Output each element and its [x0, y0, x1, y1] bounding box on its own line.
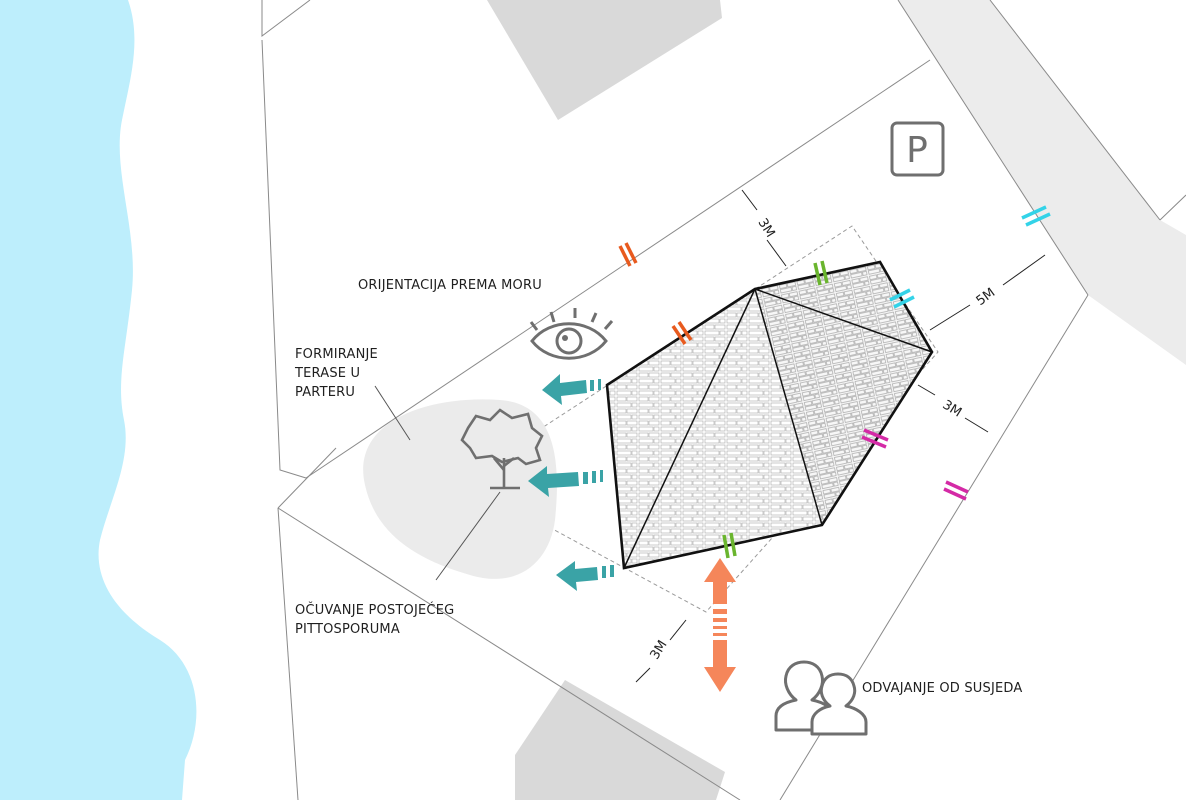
tick-green-1 [813, 260, 829, 286]
svg-text:P: P [906, 130, 928, 171]
tick-red-2 [671, 321, 693, 345]
teal-arrows [528, 374, 614, 591]
parking-icon: P [890, 121, 945, 177]
eye-icon [529, 308, 614, 360]
label-orientation: ORIJENTACIJA PREMA MORU [358, 278, 542, 293]
dim-right: 3M [940, 398, 964, 421]
dimension-lines [635, 189, 1046, 683]
teal-arrow-middle [528, 466, 603, 497]
label-tree-line2: PITTOSPORUMA [295, 622, 400, 637]
neighbor-block-top [487, 0, 722, 120]
boundary-lines [261, 0, 1186, 800]
tick-cyan-1 [889, 288, 915, 309]
teal-arrow-top [542, 374, 601, 405]
label-terrace-line3: PARTERU [295, 385, 355, 400]
terrace-area [363, 399, 557, 579]
tree-icon [460, 408, 544, 490]
label-terrace-line2: TERASE U [294, 366, 360, 381]
road-right [898, 0, 1186, 365]
building-volume [605, 260, 934, 570]
tick-magenta-1 [861, 428, 889, 449]
leader-lines [374, 385, 501, 581]
teal-arrow-bottom [556, 561, 614, 591]
tick-green-2 [722, 532, 737, 559]
label-tree-line1: OČUVANJE POSTOJEĆEG [295, 602, 454, 618]
tick-magenta-2 [943, 480, 969, 501]
tick-cyan-2 [1021, 205, 1051, 227]
boundary-tick-marks [618, 205, 1051, 559]
tick-red-1 [618, 242, 638, 267]
label-terrace-line1: FORMIRANJE [295, 347, 378, 362]
dim-bottom: 3M [648, 638, 671, 662]
label-neighbors: ODVAJANJE OD SUSJEDA [862, 681, 1023, 696]
dim-top: 3M [754, 216, 777, 240]
sea-area [0, 0, 197, 800]
people-icon [774, 660, 868, 736]
dim-right-top: 5M [974, 285, 999, 309]
neighbor-block-bottom [515, 680, 725, 800]
orange-double-arrow [704, 558, 736, 692]
